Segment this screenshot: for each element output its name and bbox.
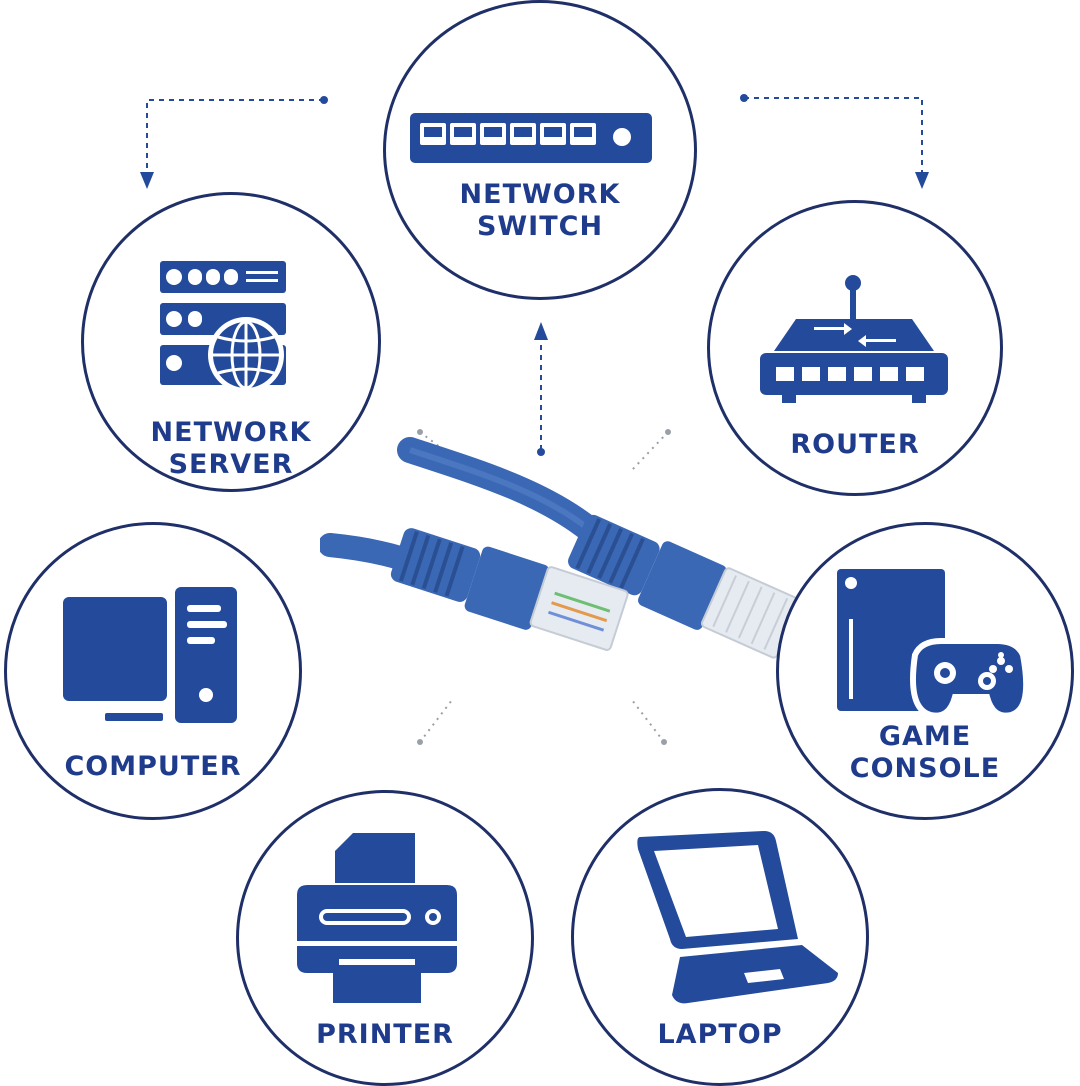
network-switch-icon xyxy=(410,113,652,163)
router-icon xyxy=(760,275,948,403)
node-router: ROUTER xyxy=(707,200,1003,496)
node-label: GAME CONSOLE xyxy=(849,721,1001,784)
laptop-icon xyxy=(637,831,838,1004)
ethernet-cable-image xyxy=(320,437,802,659)
arrow-switch-to-server xyxy=(146,99,324,176)
node-label: NETWORK SWITCH xyxy=(459,179,621,242)
dotted-radials xyxy=(419,431,669,743)
node-label: COMPUTER xyxy=(64,751,242,782)
node-computer: COMPUTER xyxy=(4,522,302,820)
desktop-computer-icon xyxy=(63,587,237,723)
node-laptop: LAPTOP xyxy=(571,788,869,1086)
server-rack-globe-icon xyxy=(160,261,286,393)
printer-icon xyxy=(297,833,457,1003)
node-label: ROUTER xyxy=(790,429,920,460)
node-network-server: NETWORK SERVER xyxy=(81,192,381,492)
arrow-switch-to-router xyxy=(744,97,923,176)
node-printer: PRINTER xyxy=(236,790,534,1086)
game-console-icon xyxy=(837,569,1027,719)
node-game-console: GAME CONSOLE xyxy=(776,522,1074,820)
node-label: NETWORK SERVER xyxy=(150,417,312,480)
node-label: PRINTER xyxy=(316,1019,454,1050)
node-label: LAPTOP xyxy=(657,1019,783,1050)
node-network-switch: NETWORK SWITCH xyxy=(383,0,697,300)
